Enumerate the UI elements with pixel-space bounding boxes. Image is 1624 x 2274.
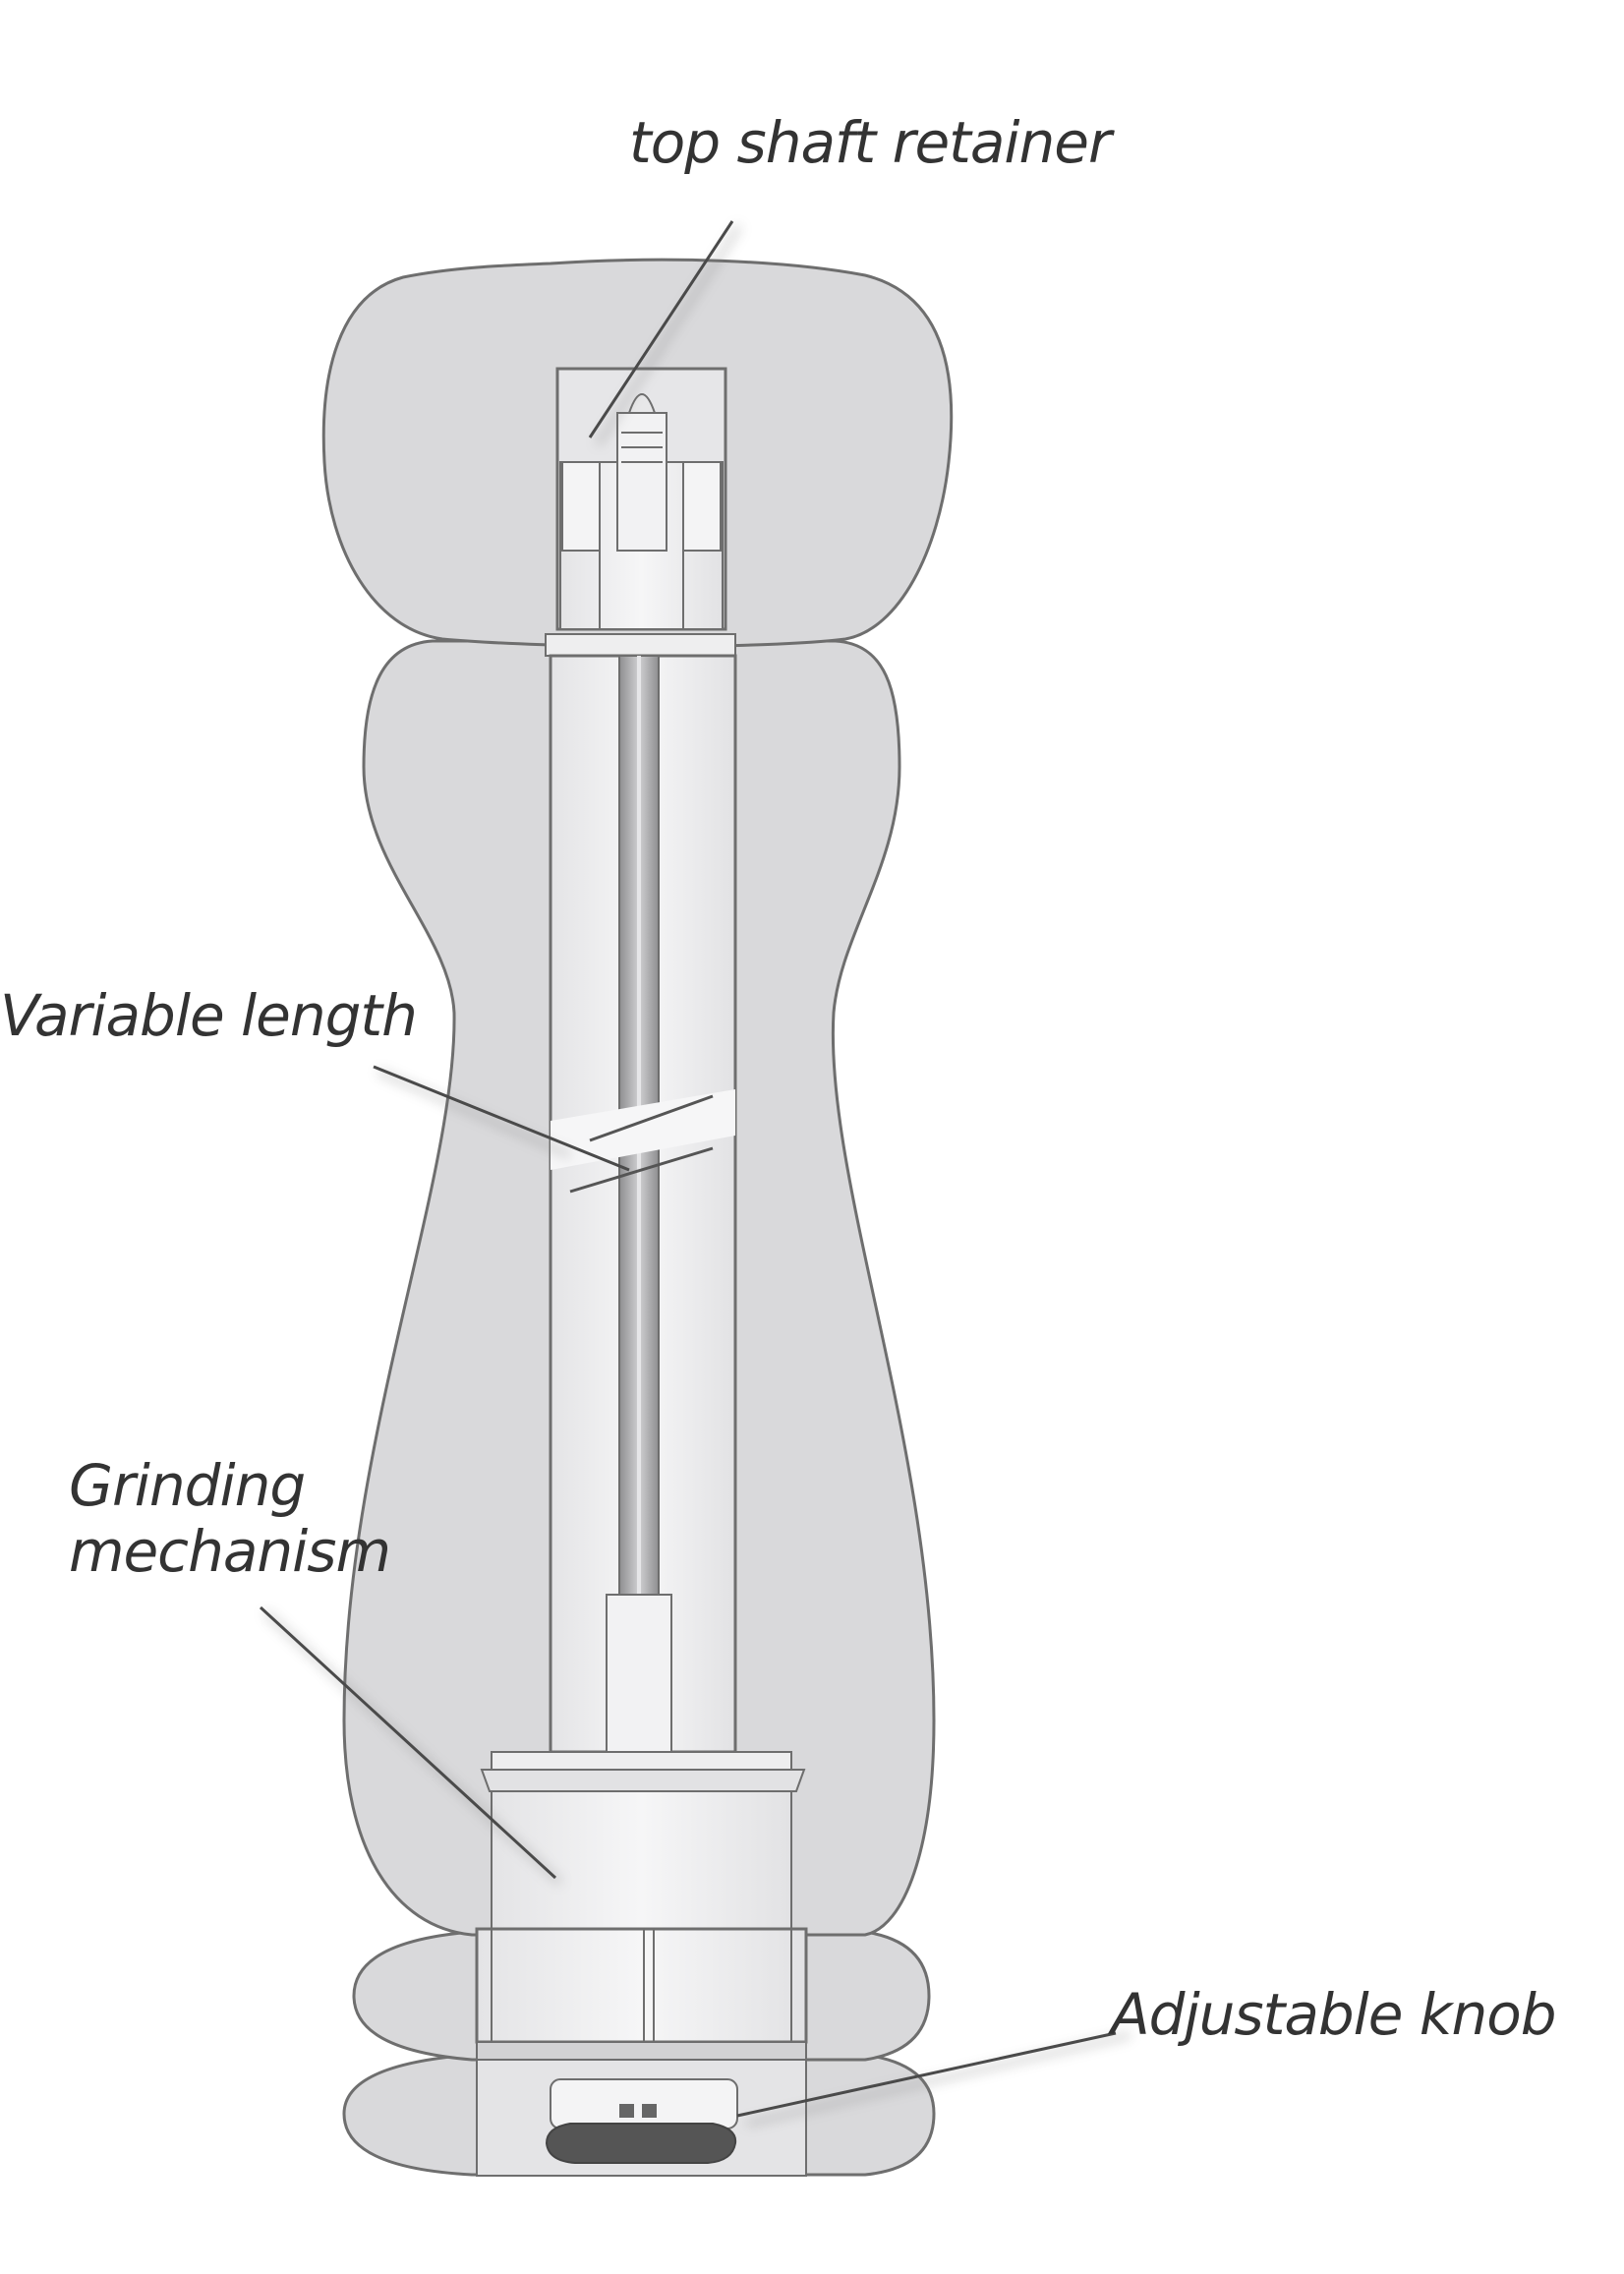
leader-lines (259, 220, 1131, 2127)
label-top-shaft-retainer: top shaft retainer (629, 109, 1112, 176)
label-grinding-mechanism-line2: mechanism (69, 1517, 391, 1585)
label-grinding-mechanism: Grinding mechanism (69, 1452, 391, 1585)
label-grinding-mechanism-line1: Grinding (69, 1452, 306, 1519)
central-tube (545, 633, 737, 1773)
adjustable-knob (545, 2123, 737, 2164)
leader-top-shaft-retainer (588, 220, 734, 438)
leader-grinding-mechanism (259, 1605, 557, 1880)
leader-variable-length (373, 1065, 630, 1172)
leader-adjustable-knob (736, 2031, 1117, 2118)
label-adjustable-knob: Adjustable knob (1111, 1981, 1557, 2048)
adjustable-knob-assembly (476, 2059, 807, 2177)
label-variable-length: Variable length (0, 982, 418, 1049)
grinding-mechanism (475, 1751, 808, 2061)
top-shaft-retainer (555, 367, 727, 631)
